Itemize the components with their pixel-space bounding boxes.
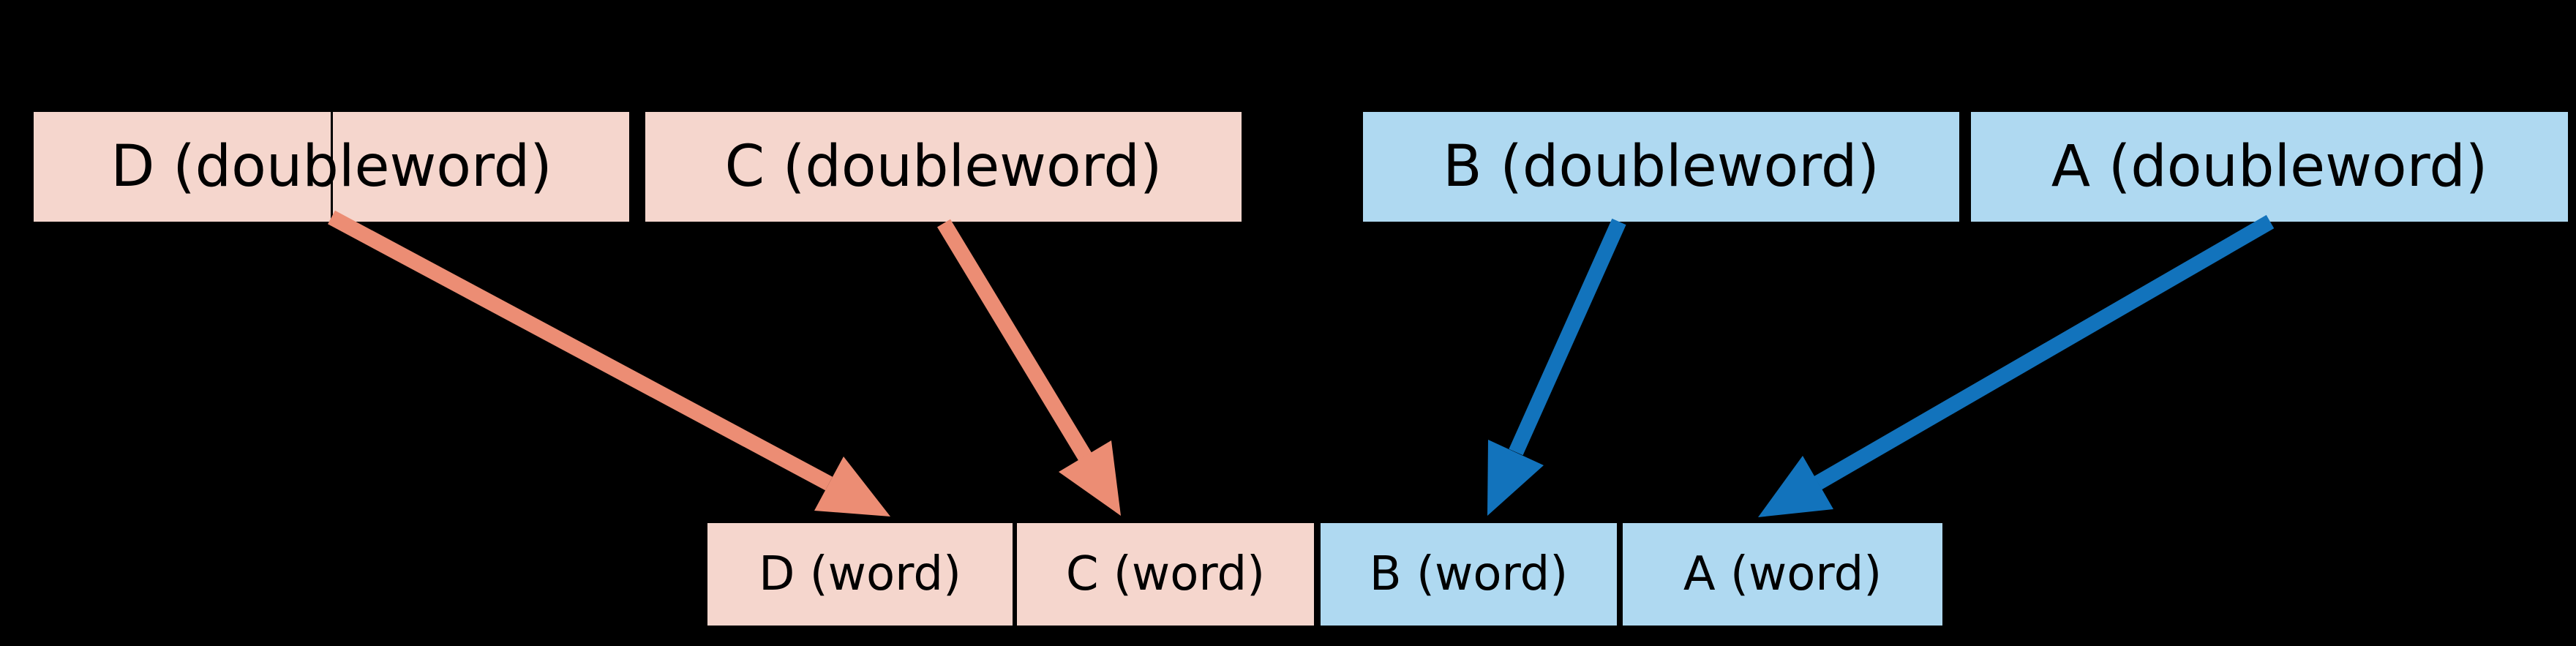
arrow-d-doubleword-to-d-word xyxy=(328,210,890,517)
arrow-b-doubleword-to-b-word xyxy=(1487,218,1626,516)
c-doubleword-label: C (doubleword) xyxy=(724,134,1163,200)
a-doubleword-box: A (doubleword) xyxy=(1971,112,2568,222)
c-word-label: C (word) xyxy=(1065,547,1266,601)
d-box-center-divider-line xyxy=(331,112,333,222)
a-word-label: A (word) xyxy=(1683,547,1882,601)
a-word-box: A (word) xyxy=(1623,523,1942,626)
c-word-box: C (word) xyxy=(1017,523,1314,626)
a-doubleword-label: A (doubleword) xyxy=(2051,134,2488,200)
d-word-box: D (word) xyxy=(707,523,1013,626)
b-word-label: B (word) xyxy=(1369,547,1569,601)
b-doubleword-box: B (doubleword) xyxy=(1363,112,1959,222)
b-doubleword-label: B (doubleword) xyxy=(1443,134,1880,200)
arrow-a-doubleword-to-a-word xyxy=(1758,214,2275,517)
b-word-box: B (word) xyxy=(1321,523,1617,626)
c-doubleword-box: C (doubleword) xyxy=(645,112,1242,222)
d-word-label: D (word) xyxy=(759,547,961,601)
arrow-c-doubleword-to-c-word xyxy=(937,219,1121,516)
